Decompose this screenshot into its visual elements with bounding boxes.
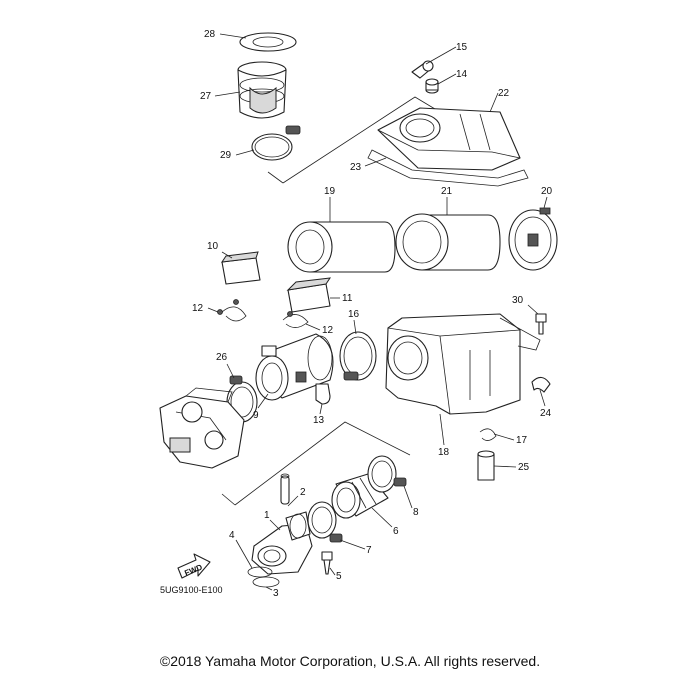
joint-part-27 [237,61,287,119]
bolt-part-30 [535,313,547,335]
hose-part-2 [280,473,290,505]
forward-arrow-icon: FWD [177,553,211,579]
group-boundary-bottom-left [221,493,236,506]
callout-20: 20 [541,186,553,197]
intake-manifold-part-1 [251,511,313,575]
callout-29: 29 [220,150,232,161]
callout-18: 18 [438,447,450,458]
callout-12b: 12 [322,325,334,336]
callout-5: 5 [336,571,342,582]
filter-element-part-21 [395,213,501,271]
hose-clamp-part-8 [367,455,407,493]
callout-3: 3 [273,588,279,599]
clip-part-17 [479,428,497,441]
callout-11: 11 [342,293,353,304]
callout-27: 27 [200,91,212,102]
o-ring-part-4 [247,566,273,578]
callout-7: 7 [366,545,372,556]
callout-19: 19 [324,186,336,197]
clip-part-12a [217,299,247,322]
hose-clamp-part-16 [339,331,377,381]
callout-30: 30 [512,295,524,306]
gasket-part-23 [367,149,529,187]
grommet-part-14 [425,78,439,94]
foam-part-11 [286,277,332,313]
callout-22: 22 [498,88,510,99]
carburetor [159,387,245,469]
callout-24: 24 [540,408,552,419]
callout-15: 15 [456,42,468,53]
leader-lines [207,33,548,591]
callout-21: 21 [441,186,453,197]
callout-9: 9 [253,410,259,421]
bolt-part-5 [321,551,333,575]
drain-hose-part-25 [477,450,495,481]
seal-ring-part-28 [239,32,297,52]
callout-28: 28 [204,29,216,40]
callout-14: 14 [456,69,468,80]
air-box-cap-part-22 [377,107,521,171]
diagram-code: 5UG9100-E100 [160,585,223,595]
elbow-fitting-part-13 [315,383,331,405]
callout-12a: 12 [192,303,204,314]
callout-4: 4 [229,530,235,541]
copyright-notice: ©2018 Yamaha Motor Corporation, U.S.A. A… [159,653,541,669]
callout-2: 2 [300,487,306,498]
callout-17: 17 [516,435,528,446]
callout-8: 8 [413,507,419,518]
group-boundary-top [282,96,441,184]
callout-16: 16 [348,309,360,320]
fitting-part-15 [411,60,434,79]
group-boundary-bottom [234,421,411,506]
filter-element-part-19 [287,221,396,273]
callout-26: 26 [216,352,228,363]
callout-10: 10 [207,241,219,252]
callout-1: 1 [264,510,270,521]
callout-13: 13 [313,415,325,426]
group-boundary-top-left [267,171,284,184]
filter-cap-part-20 [508,207,558,271]
clip-part-12b [282,311,309,328]
carburetor-joint-part-9 [255,333,334,401]
o-ring-part-3 [252,576,280,588]
air-box-part-18 [385,313,541,415]
callout-6: 6 [393,526,399,537]
clip-part-24 [531,376,551,393]
hose-clamp-part-7 [307,501,343,543]
hose-clamp-part-29 [251,125,301,161]
callout-25: 25 [518,462,530,473]
foam-part-10 [220,251,261,285]
callout-23: 23 [350,162,362,173]
